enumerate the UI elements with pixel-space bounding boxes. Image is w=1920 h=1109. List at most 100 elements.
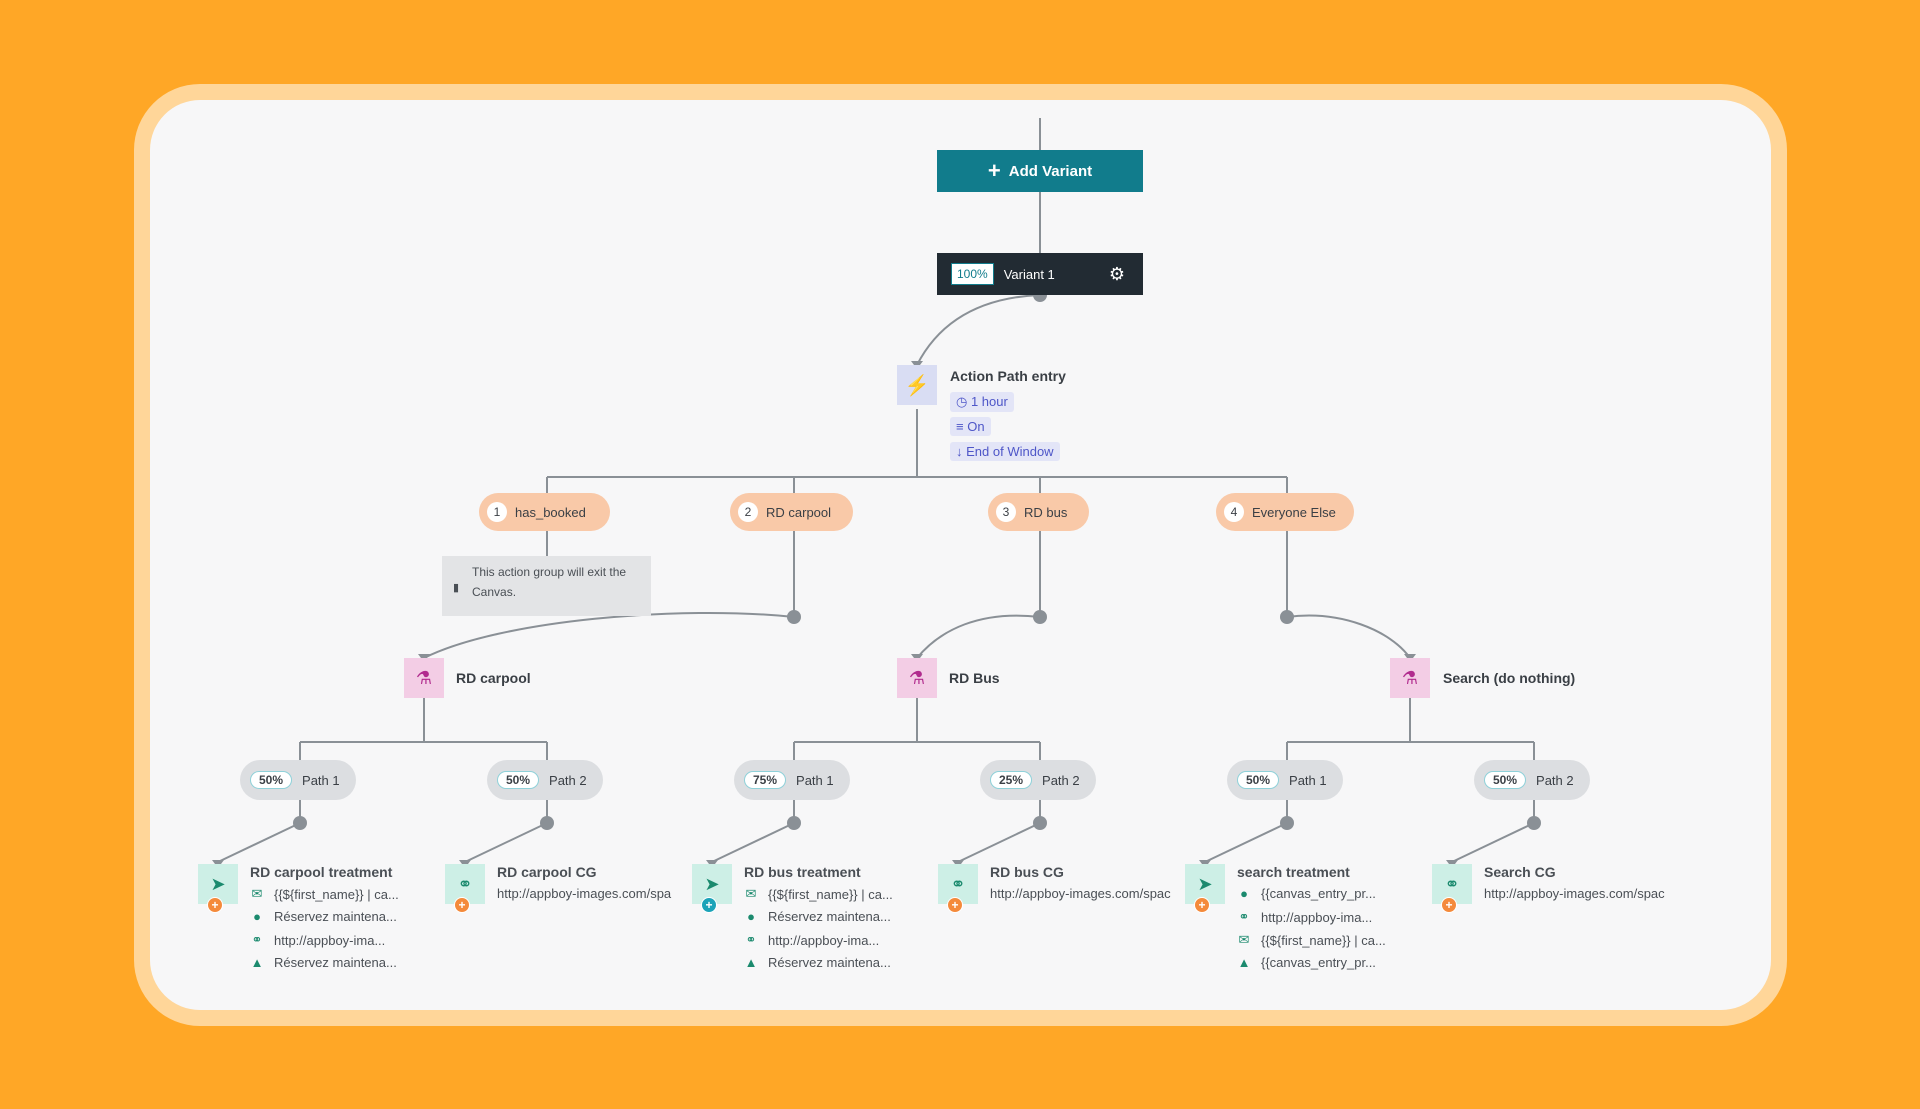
step-title: Search CG	[1484, 864, 1556, 880]
step-title: RD carpool treatment	[250, 864, 393, 880]
experiment-path[interactable]: 25% Path 2	[980, 760, 1096, 800]
step-line-text: Réservez maintena...	[274, 909, 397, 924]
message-step-node[interactable]: ➤ +	[198, 864, 238, 913]
experiment-path[interactable]: 50% Path 2	[487, 760, 603, 800]
paper-plane-icon: ➤	[210, 873, 226, 894]
experiment-path[interactable]: 50% Path 1	[240, 760, 356, 800]
connector-dot[interactable]	[540, 816, 554, 830]
path-percent: 50%	[250, 771, 293, 789]
action-path-chip-duration: ◷ 1 hour	[950, 392, 1014, 412]
plus-icon[interactable]: +	[701, 897, 717, 913]
step-channel-line: ▲Réservez maintena...	[744, 955, 891, 970]
step-line-text: Réservez maintena...	[768, 909, 891, 924]
link-icon: ⚭	[457, 873, 473, 894]
android-icon: ▲	[1237, 955, 1251, 970]
connector-dot[interactable]	[1280, 816, 1294, 830]
experiment-path[interactable]: 50% Path 2	[1474, 760, 1590, 800]
step-line-text: {{${first_name}} | ca...	[768, 886, 893, 902]
step-channel-line: http://appboy-images.com/spac	[1484, 886, 1665, 901]
link-icon: ⚭	[950, 873, 966, 894]
experiment-label: Search (do nothing)	[1443, 670, 1576, 686]
step-line-text: http://appboy-images.com/spa	[497, 886, 672, 901]
step-line-text: http://appboy-ima...	[274, 932, 386, 948]
plus-icon[interactable]: +	[1194, 897, 1210, 913]
message-step-node[interactable]: ➤ +	[692, 864, 732, 913]
add-variant-label: Add Variant	[1008, 162, 1093, 180]
step-line-text: http://appboy-images.com/spac	[1484, 886, 1665, 901]
experiment-path[interactable]: 50% Path 1	[1227, 760, 1343, 800]
exit-canvas-note: ▮ This action group will exit the Canvas…	[442, 556, 651, 616]
plus-icon: +	[987, 158, 1001, 183]
path-label: Path 1	[1289, 772, 1327, 788]
step-line-text: Réservez maintena...	[768, 955, 891, 970]
plus-icon[interactable]: +	[454, 897, 470, 913]
variant-percent: 100%	[951, 263, 994, 285]
path-label: Path 1	[302, 772, 340, 788]
add-variant-button[interactable]: + Add Variant	[937, 150, 1143, 192]
step-title: RD bus CG	[990, 864, 1064, 880]
message-step-node[interactable]: ➤ +	[1185, 864, 1225, 913]
path-percent: 50%	[497, 771, 540, 789]
action-group-4[interactable]: 4 Everyone Else	[1216, 493, 1354, 531]
group-number: 2	[738, 502, 758, 522]
group-label: RD bus	[1024, 504, 1068, 520]
apple-icon: ●	[1240, 886, 1248, 901]
step-title: RD carpool CG	[497, 864, 597, 880]
connector-dot[interactable]	[1033, 610, 1047, 624]
action-path-node[interactable]: ⚡	[897, 365, 937, 405]
group-number: 3	[996, 502, 1016, 522]
variant-node[interactable]: 100% Variant 1 ⚙	[937, 253, 1143, 295]
clock-icon: ◷	[956, 394, 968, 409]
arrow-down-icon: ↓	[956, 444, 963, 459]
action-path-chip-ordering: ≡ On	[950, 417, 991, 436]
step-channel-line: ✉ {{${first_name}} | ca...	[744, 886, 893, 902]
envelope-icon: ✉	[1238, 932, 1250, 947]
variant-name: Variant 1	[1003, 266, 1055, 282]
experiment-path[interactable]: 75% Path 1	[734, 760, 850, 800]
paper-plane-icon: ➤	[1197, 873, 1213, 894]
experiment-label: RD carpool	[456, 670, 531, 686]
plus-icon[interactable]: +	[947, 897, 963, 913]
connector-dot[interactable]	[1280, 610, 1294, 624]
connector-dot[interactable]	[293, 816, 307, 830]
exit-door-icon: ▮	[453, 582, 460, 594]
envelope-icon: ✉	[251, 886, 263, 901]
apple-icon: ●	[253, 909, 261, 924]
path-label: Path 2	[549, 772, 587, 788]
connector-dot[interactable]	[787, 816, 801, 830]
step-channel-line: ●Réservez maintena...	[744, 909, 891, 924]
step-line-text: {{canvas_entry_pr...	[1261, 955, 1376, 970]
step-channel-line: ● Réservez maintena...	[250, 909, 397, 924]
path-label: Path 2	[1042, 772, 1080, 788]
message-step-node[interactable]: ⚭ +	[1432, 864, 1472, 913]
experiment-node-carpool[interactable]: ⚗	[404, 658, 444, 698]
experiment-label: RD Bus	[949, 670, 1000, 686]
action-group-1[interactable]: 1 has_booked	[479, 493, 610, 531]
step-channel-line: ● {{canvas_entry_pr...	[1237, 886, 1376, 901]
step-channel-line: ✉ {{${first_name}} | ca...	[1237, 932, 1386, 948]
experiment-node-search[interactable]: ⚗	[1390, 658, 1430, 698]
action-group-2[interactable]: 2 RD carpool	[730, 493, 853, 531]
envelope-icon: ✉	[745, 886, 757, 901]
flask-icon: ⚗	[1401, 667, 1419, 688]
step-channel-line: http://appboy-images.com/spac	[990, 886, 1171, 901]
group-label: Everyone Else	[1252, 504, 1336, 520]
link-icon: ⚭	[745, 932, 757, 947]
connector-dot[interactable]	[1527, 816, 1541, 830]
connector-dot[interactable]	[1033, 816, 1047, 830]
action-path-chip-advance: ↓ End of Window	[950, 442, 1060, 461]
path-percent: 75%	[744, 771, 787, 789]
group-number: 4	[1224, 502, 1244, 522]
step-line-text: {{${first_name}} | ca...	[1261, 932, 1386, 948]
message-step-node[interactable]: ⚭ +	[445, 864, 485, 913]
message-step-node[interactable]: ⚭ +	[938, 864, 978, 913]
connector-dot[interactable]	[787, 610, 801, 624]
action-group-3[interactable]: 3 RD bus	[988, 493, 1089, 531]
step-line-text: {{canvas_entry_pr...	[1261, 886, 1376, 901]
path-percent: 50%	[1484, 771, 1527, 789]
chip-text: 1 hour	[970, 394, 1008, 409]
experiment-node-bus[interactable]: ⚗	[897, 658, 937, 698]
gear-icon[interactable]: ⚙	[1108, 263, 1125, 284]
plus-icon[interactable]: +	[207, 897, 223, 913]
plus-icon[interactable]: +	[1441, 897, 1457, 913]
